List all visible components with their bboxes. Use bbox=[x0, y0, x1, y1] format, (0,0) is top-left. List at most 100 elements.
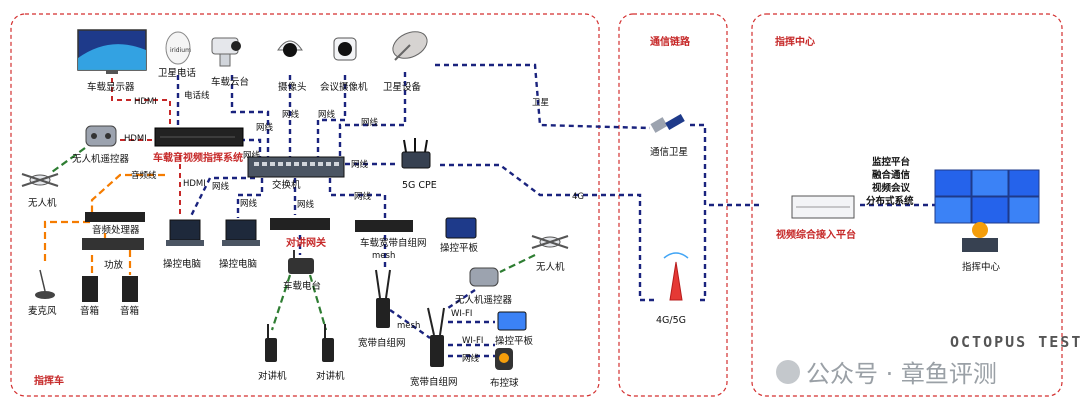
surveillance-ball-icon bbox=[495, 348, 513, 370]
tablet-icon bbox=[445, 217, 477, 239]
label-hdmi1: HDMI bbox=[134, 97, 157, 107]
monitor-icon bbox=[77, 29, 147, 74]
label-audio: 音频线 bbox=[131, 170, 157, 181]
link-switch-pc1 bbox=[188, 176, 255, 219]
link-proc-mic bbox=[43, 220, 90, 265]
device-radio: 车载电台 bbox=[283, 280, 321, 292]
link-cpe-4g bbox=[440, 163, 655, 302]
device-walkie2: 对讲机 bbox=[316, 370, 345, 382]
speaker-icon bbox=[82, 276, 98, 302]
radio-icon bbox=[288, 250, 314, 274]
video-wall-icon bbox=[934, 169, 1040, 252]
satellite-dish-icon bbox=[392, 31, 428, 61]
tablet-icon bbox=[497, 311, 527, 331]
device-base-station: 4G/5G bbox=[656, 315, 686, 326]
platform-feature: 监控平台 bbox=[872, 156, 911, 168]
ptz-camera-icon bbox=[211, 37, 241, 67]
link-remote2-mesh2 bbox=[447, 289, 476, 309]
mesh-radio-icon bbox=[375, 269, 391, 328]
device-drone: 无人机 bbox=[28, 197, 57, 209]
link-drone2-remote2 bbox=[499, 254, 536, 273]
link-sat-comm bbox=[435, 63, 651, 130]
device-tablet2: 操控平板 bbox=[495, 335, 534, 347]
label-satellite: 卫星 bbox=[532, 98, 549, 108]
zone-vehicle-title: 指挥车 bbox=[34, 374, 64, 387]
device-sat-phone: 卫星电话 bbox=[158, 67, 197, 79]
label-net3: 网线 bbox=[318, 109, 336, 120]
label-net7: 网线 bbox=[212, 181, 230, 192]
device-intercom-gw: 对讲网关 bbox=[286, 236, 326, 249]
laptop-icon bbox=[222, 219, 260, 246]
label-mesh-a: mesh bbox=[372, 251, 395, 261]
dome-camera-icon bbox=[277, 40, 303, 57]
walkie-talkie-icon bbox=[322, 324, 334, 362]
label-net4: 网线 bbox=[361, 117, 379, 128]
label-net6: 网线 bbox=[243, 150, 261, 161]
zone-link-title: 通信链路 bbox=[650, 35, 691, 48]
label-net8: 网线 bbox=[240, 198, 258, 209]
label-net5: 网线 bbox=[351, 159, 369, 170]
link-switch-mesh bbox=[328, 178, 387, 218]
label-net2: 网线 bbox=[282, 109, 300, 120]
device-av-system: 车载音视频指挥系统 bbox=[153, 151, 243, 164]
link-sat-switch bbox=[338, 72, 407, 157]
label-net1: 网线 bbox=[256, 122, 274, 133]
label-net9: 网线 bbox=[297, 199, 315, 210]
link-radio-walkie1 bbox=[270, 274, 292, 331]
device-drone2: 无人机 bbox=[536, 261, 565, 273]
label-wifi1: WI-FI bbox=[451, 309, 472, 319]
platform-feature: 分布式系统 bbox=[866, 195, 914, 207]
label-mesh-b: mesh bbox=[397, 321, 420, 331]
link-commsat-platform bbox=[690, 123, 760, 207]
audio-processor-icon bbox=[85, 212, 145, 222]
link-mesh1-mesh2 bbox=[389, 309, 431, 339]
device-speaker-r: 音箱 bbox=[120, 305, 139, 317]
device-pc1: 操控电脑 bbox=[163, 258, 201, 270]
link-audio bbox=[90, 173, 165, 215]
device-platform: 视频综合接入平台 bbox=[776, 228, 856, 241]
server-icon bbox=[791, 195, 855, 219]
device-amp: 功放 bbox=[104, 259, 124, 271]
amplifier-icon bbox=[82, 238, 144, 250]
satellite-icon bbox=[650, 114, 685, 133]
svg-text:iridium: iridium bbox=[170, 47, 191, 54]
device-conf-camera: 会议摄像机 bbox=[320, 81, 368, 93]
network-switch-icon bbox=[247, 156, 345, 178]
platform-feature: 融合通信 bbox=[872, 169, 911, 181]
device-cpe: 5G CPE bbox=[402, 180, 437, 191]
zone-vehicle bbox=[10, 13, 600, 397]
drone-icon bbox=[531, 235, 569, 249]
cell-tower-icon bbox=[663, 252, 689, 301]
walkie-talkie-icon bbox=[265, 324, 277, 362]
device-broadband-mesh: 车载宽带自组网 bbox=[360, 237, 427, 249]
link-base-platform bbox=[700, 208, 707, 302]
link-conf-switch bbox=[316, 75, 347, 157]
label-net10: 网线 bbox=[354, 191, 372, 202]
device-sat-equipment: 卫星设备 bbox=[383, 81, 422, 93]
link-remote-drone bbox=[51, 147, 86, 173]
device-dome: 布控球 bbox=[490, 377, 519, 389]
gateway-icon bbox=[270, 218, 330, 230]
label-phone: 电话线 bbox=[184, 90, 210, 101]
microphone-icon bbox=[35, 269, 55, 299]
link-av-switch bbox=[240, 138, 262, 160]
device-display: 车载显示器 bbox=[87, 81, 135, 93]
device-tablet: 操控平板 bbox=[440, 242, 479, 254]
label-net-dome: 网线 bbox=[462, 353, 480, 364]
device-pc2: 操控电脑 bbox=[219, 258, 257, 270]
label-4g: 4G bbox=[572, 192, 584, 202]
device-camera: 摄像头 bbox=[278, 81, 307, 93]
zone-center bbox=[751, 13, 1063, 397]
label-hdmi3: HDMI bbox=[183, 179, 206, 189]
mesh-router-icon bbox=[355, 220, 413, 232]
account-watermark: 公众号 · 章鱼评测 bbox=[806, 360, 997, 388]
platform-feature: 视频会议 bbox=[872, 182, 911, 194]
zone-center-title: 指挥中心 bbox=[775, 35, 815, 48]
satellite-phone-icon: iridium bbox=[165, 31, 191, 65]
link-radio-walkie2 bbox=[308, 274, 328, 331]
link-display-hdmi bbox=[111, 78, 171, 125]
device-comm-sat: 通信卫星 bbox=[650, 146, 688, 158]
device-speaker-l: 音箱 bbox=[80, 305, 99, 317]
device-mic: 麦克风 bbox=[28, 305, 57, 317]
